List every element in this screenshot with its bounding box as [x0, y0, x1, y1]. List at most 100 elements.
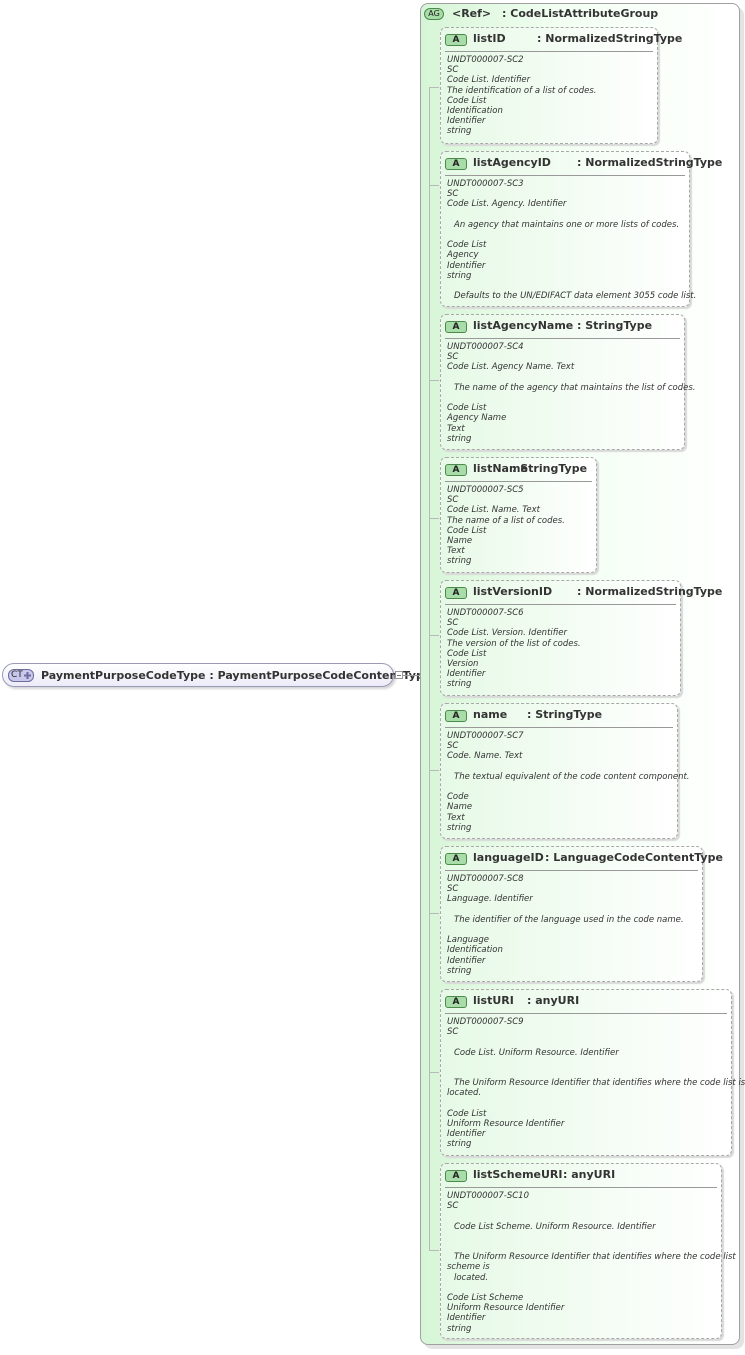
- documentation-line: UNDT000007-SC10: [447, 1191, 529, 1201]
- documentation-line: Identifier: [447, 260, 486, 271]
- attribute-separator: :: [545, 851, 550, 864]
- attribute-type-label: : anyURI: [563, 1168, 615, 1181]
- attribute-name: listName: [473, 462, 528, 475]
- documentation-line: The identifier of the language used in t…: [454, 914, 684, 925]
- attribute-type: anyURI: [571, 1168, 616, 1181]
- attribute-badge: A: [445, 587, 467, 599]
- documentation-line: [447, 1068, 727, 1078]
- attribute-badge: A: [445, 34, 467, 46]
- attribute-name: name: [473, 708, 508, 721]
- complex-type-node[interactable]: CT PaymentPurposeCodeType : PaymentPurpo…: [2, 663, 431, 687]
- complex-type-type: PaymentPurposeCodeContentType: [217, 669, 432, 682]
- attribute-badge: A: [445, 710, 467, 722]
- documentation-line: [447, 925, 698, 935]
- documentation-line: The Uniform Resource Identifier that ide…: [454, 1078, 745, 1089]
- attribute-separator: :: [537, 32, 542, 45]
- complex-type-badge: CT: [8, 669, 34, 682]
- attribute-group-header[interactable]: AG <Ref> : CodeListAttributeGroup: [424, 7, 724, 23]
- documentation-line: Uniform Resource Identifier: [447, 1118, 565, 1129]
- documentation-line: SC: [447, 189, 459, 200]
- documentation-line: string: [447, 822, 472, 833]
- attribute-name: listVersionID: [473, 585, 553, 598]
- documentation-line: The name of a list of codes.: [447, 515, 565, 526]
- documentation-line: Code List Scheme: [447, 1292, 524, 1303]
- documentation-line: Code List. Agency. Identifier: [447, 199, 567, 210]
- documentation-line: [447, 762, 673, 772]
- tree-branch-line: [429, 770, 439, 771]
- attribute-group-ref: <Ref>: [452, 7, 492, 20]
- documentation-line: [447, 281, 685, 291]
- collapse-toggle-icon[interactable]: [395, 671, 403, 679]
- attribute-type: anyURI: [535, 994, 580, 1007]
- tree-branch-line: [429, 635, 439, 636]
- attribute-separator: :: [577, 585, 582, 598]
- attribute-separator: :: [577, 156, 582, 169]
- connector-line: [403, 675, 420, 676]
- attribute-divider: [445, 481, 592, 482]
- documentation-line: An agency that maintains one or more lis…: [454, 219, 680, 230]
- tree-branch-line: [429, 380, 439, 381]
- attribute-separator: :: [577, 319, 582, 332]
- documentation-line: UNDT000007-SC6: [447, 608, 524, 618]
- attribute-type-label: : StringType: [577, 319, 652, 332]
- documentation-line: Name: [447, 536, 473, 547]
- documentation-line: Agency Name: [447, 413, 507, 424]
- documentation-line: string: [447, 126, 472, 137]
- complex-type-label: PaymentPurposeCodeType : PaymentPurposeC…: [41, 669, 431, 682]
- documentation-line: Language. Identifier: [447, 894, 533, 905]
- tree-vertical-line: [429, 87, 430, 1250]
- documentation-line: string: [447, 556, 472, 567]
- documentation-line: Code List: [447, 1108, 487, 1119]
- attribute-name: listSchemeURI: [473, 1168, 563, 1181]
- documentation-line: [447, 1099, 727, 1109]
- documentation-line: Identifier: [447, 669, 486, 680]
- documentation-line: Code List: [447, 95, 487, 106]
- documentation-line: The name of the agency that maintains th…: [454, 382, 696, 393]
- documentation-line: Code List. Identifier: [447, 75, 531, 86]
- documentation-line: Code List: [447, 240, 487, 251]
- attribute-separator: :: [563, 1168, 568, 1181]
- documentation-line: [447, 373, 680, 383]
- attribute-group-badge: AG: [424, 8, 444, 20]
- attribute-name: listAgencyID: [473, 156, 551, 169]
- documentation-line: Uniform Resource Identifier: [447, 1303, 565, 1314]
- documentation-line: Code List: [447, 525, 487, 536]
- attribute-group-name-label: : CodeListAttributeGroup: [502, 7, 658, 20]
- documentation-line: located.: [454, 1272, 489, 1283]
- attribute-divider: [445, 1187, 717, 1188]
- attribute-type: NormalizedStringType: [545, 32, 683, 45]
- documentation-line: SC: [447, 1027, 459, 1038]
- documentation-line: Code. Name. Text: [447, 751, 523, 762]
- documentation-line: UNDT000007-SC9: [447, 1017, 524, 1027]
- attribute-badge: A: [445, 158, 467, 170]
- attribute-separator: :: [527, 708, 532, 721]
- documentation-line: Code List Scheme. Uniform Resource. Iden…: [454, 1221, 656, 1232]
- documentation-line: SC: [447, 618, 459, 629]
- documentation-line: UNDT000007-SC5: [447, 485, 524, 495]
- documentation-line: [447, 1232, 717, 1242]
- attribute-type-label: : NormalizedStringType: [577, 585, 722, 598]
- documentation-line: [447, 1242, 717, 1252]
- attribute-type-label: : StringType: [512, 462, 587, 475]
- documentation-line: SC: [447, 352, 459, 363]
- attribute-badge: A: [445, 996, 467, 1008]
- attribute-name: listID: [473, 32, 506, 45]
- documentation-line: UNDT000007-SC7: [447, 731, 524, 741]
- attribute-name: languageID: [473, 851, 544, 864]
- documentation-line: Agency: [447, 250, 479, 261]
- documentation-line: SC: [447, 884, 459, 895]
